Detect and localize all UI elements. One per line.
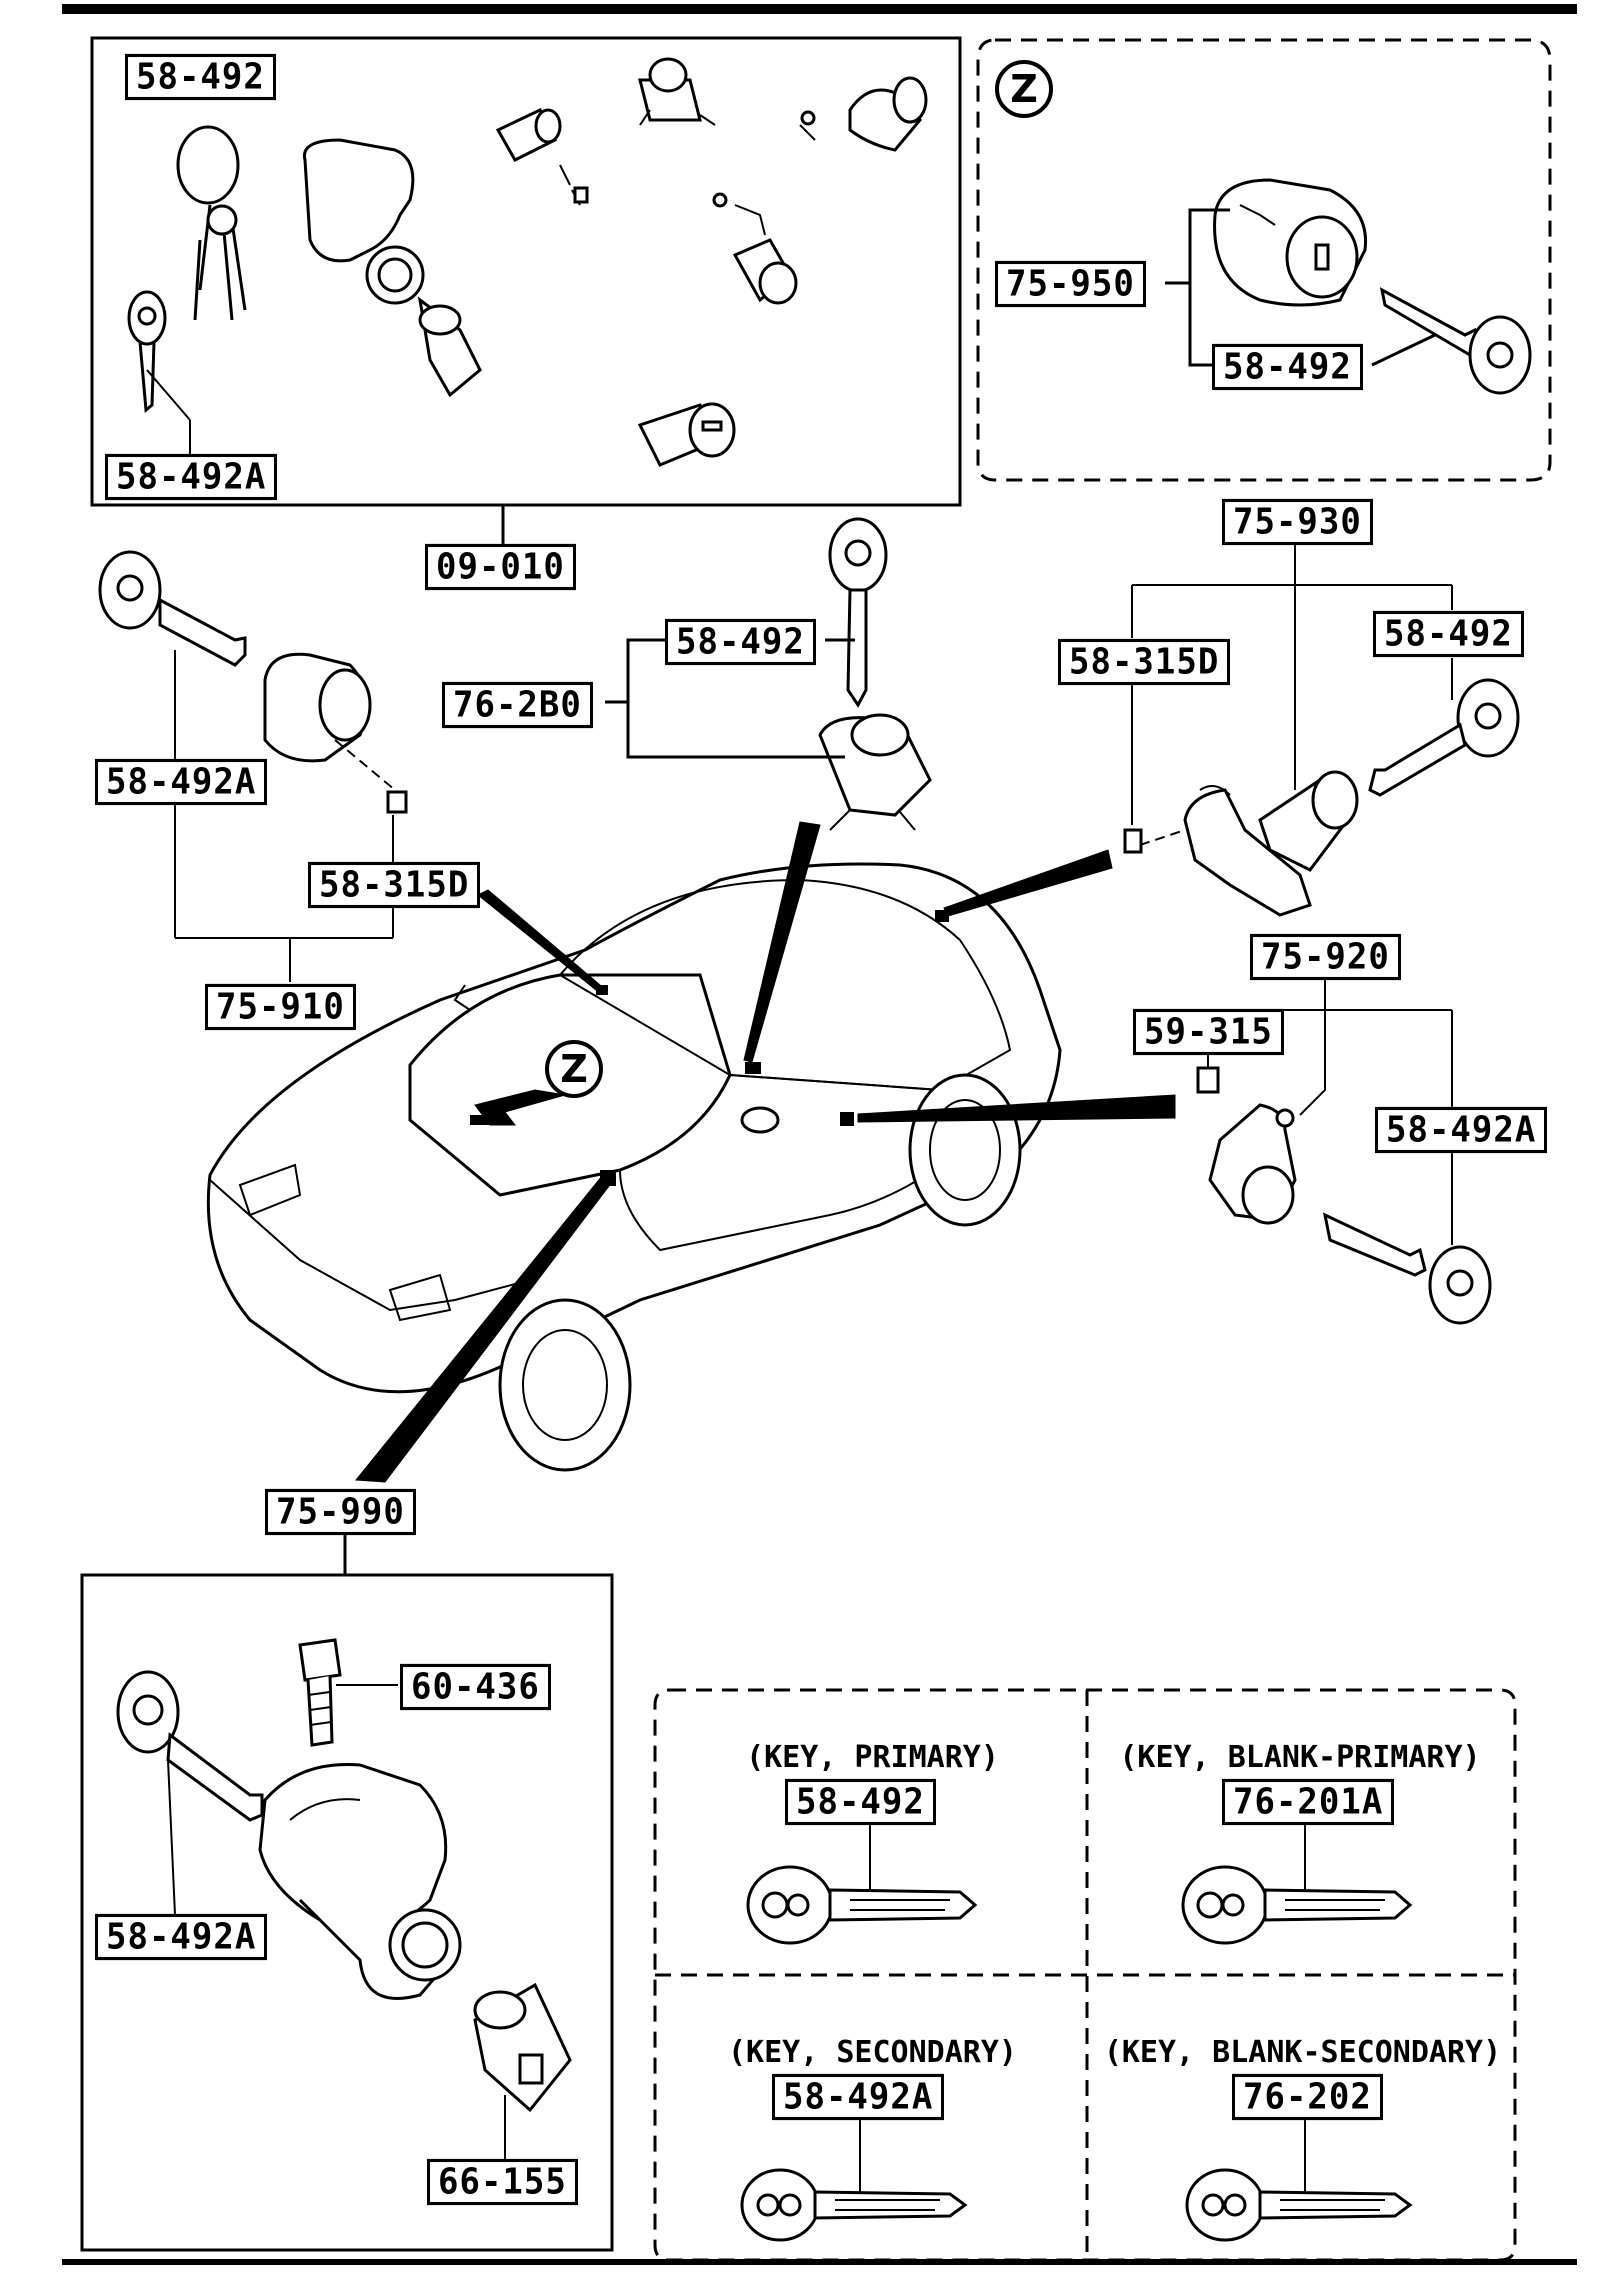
label-58-492-trunk-key: 58-492: [1373, 610, 1524, 658]
z-marker-car-icon: Z: [545, 1040, 603, 1098]
label-58-492a-left: 58-492A: [95, 758, 268, 806]
mark-hood: [745, 1062, 761, 1074]
right-key: [1368, 678, 1520, 797]
kit-cylinder-d: [712, 192, 798, 305]
label-09-010: 09-010: [425, 543, 576, 591]
label-58-492-kit: 58-492: [125, 53, 276, 101]
ignition-box: [80, 1573, 614, 2252]
z-lock-cylinder: [1213, 178, 1368, 307]
label-59-315: 59-315: [1133, 1008, 1284, 1056]
z-detail-box: [976, 38, 1552, 482]
pointer-trunk: [943, 849, 1113, 917]
door-clip: [1196, 1066, 1220, 1094]
label-60-436: 60-436: [400, 1663, 551, 1711]
key-icon-blank-primary: [1181, 1865, 1413, 1945]
ignition-switch-body: [473, 1982, 572, 2113]
pointer-left-lock: [477, 889, 601, 991]
label-75-990: 75-990: [265, 1488, 416, 1536]
label-58-492-z: 58-492: [1212, 343, 1363, 391]
label-58-492a-door: 58-492A: [1375, 1106, 1548, 1154]
mark-left-lock: [596, 985, 608, 995]
label-75-920: 75-920: [1250, 933, 1401, 981]
label-75-930: 75-930: [1222, 498, 1373, 546]
label-76-201a: 76-201A: [1222, 1778, 1395, 1826]
key-icon-secondary: [740, 2168, 968, 2242]
pointer-hood: [743, 821, 821, 1063]
left-cylinder: [263, 652, 372, 763]
ignition-key: [116, 1670, 264, 1822]
ignition-switch-icon: [258, 1762, 462, 2000]
label-75-910: 75-910: [205, 983, 356, 1031]
car-outline-icon: [206, 862, 1062, 1472]
caption-key-blank-primary: (KEY, BLANK-PRIMARY): [1119, 1740, 1481, 1775]
mark-trunk: [935, 910, 949, 922]
label-58-315d-right: 58-315D: [1058, 638, 1231, 686]
left-clip: [334, 739, 408, 814]
label-58-492a-secondary: 58-492A: [772, 2073, 945, 2121]
kit-box-09-010: [90, 36, 962, 507]
label-58-315d-left: 58-315D: [308, 861, 481, 909]
mark-door: [840, 1112, 854, 1126]
kit-key-ring: [176, 125, 247, 321]
pointer-door: [857, 1094, 1176, 1123]
kit-cylinder-a: [495, 108, 589, 206]
caption-key-secondary: (KEY, SECONDARY): [728, 2035, 1017, 2070]
key-table-box: [653, 1688, 1517, 2262]
label-58-492-hood-key: 58-492: [665, 618, 816, 666]
label-58-492-primary: 58-492: [785, 1778, 936, 1826]
key-icon-blank-secondary: [1185, 2168, 1413, 2242]
bolt-icon: [298, 1638, 342, 1747]
bottom-rule: [62, 2259, 1577, 2265]
mark-z: [470, 1115, 490, 1125]
label-66-155: 66-155: [427, 2158, 578, 2206]
door-key: [1322, 1212, 1492, 1325]
kit-ignition-housing: [302, 138, 482, 398]
label-76-202: 76-202: [1232, 2073, 1383, 2121]
door-cylinder: [1208, 1103, 1297, 1225]
top-rule: [62, 4, 1577, 14]
caption-key-blank-secondary: (KEY, BLANK-SECONDARY): [1103, 2035, 1502, 2070]
center-key: [828, 517, 888, 708]
kit-spare-key: [127, 290, 167, 413]
pointer-ignition: [355, 1175, 613, 1483]
center-lock: [818, 713, 932, 831]
label-58-492a-kit: 58-492A: [105, 453, 278, 501]
left-key: [98, 550, 247, 667]
caption-key-primary: (KEY, PRIMARY): [746, 1740, 999, 1775]
kit-cylinder-b: [638, 57, 716, 126]
label-75-950: 75-950: [995, 260, 1146, 308]
kit-cylinder-e: [637, 402, 736, 467]
label-58-492a-ign: 58-492A: [95, 1913, 268, 1961]
key-icon-primary: [746, 1865, 978, 1945]
label-76-2b0: 76-2B0: [442, 681, 593, 729]
z-key: [1379, 287, 1532, 395]
z-marker-icon: Z: [995, 60, 1053, 118]
right-cylinder: [1183, 770, 1359, 917]
right-clip: [1123, 828, 1186, 854]
kit-cylinder-c: [799, 76, 928, 152]
